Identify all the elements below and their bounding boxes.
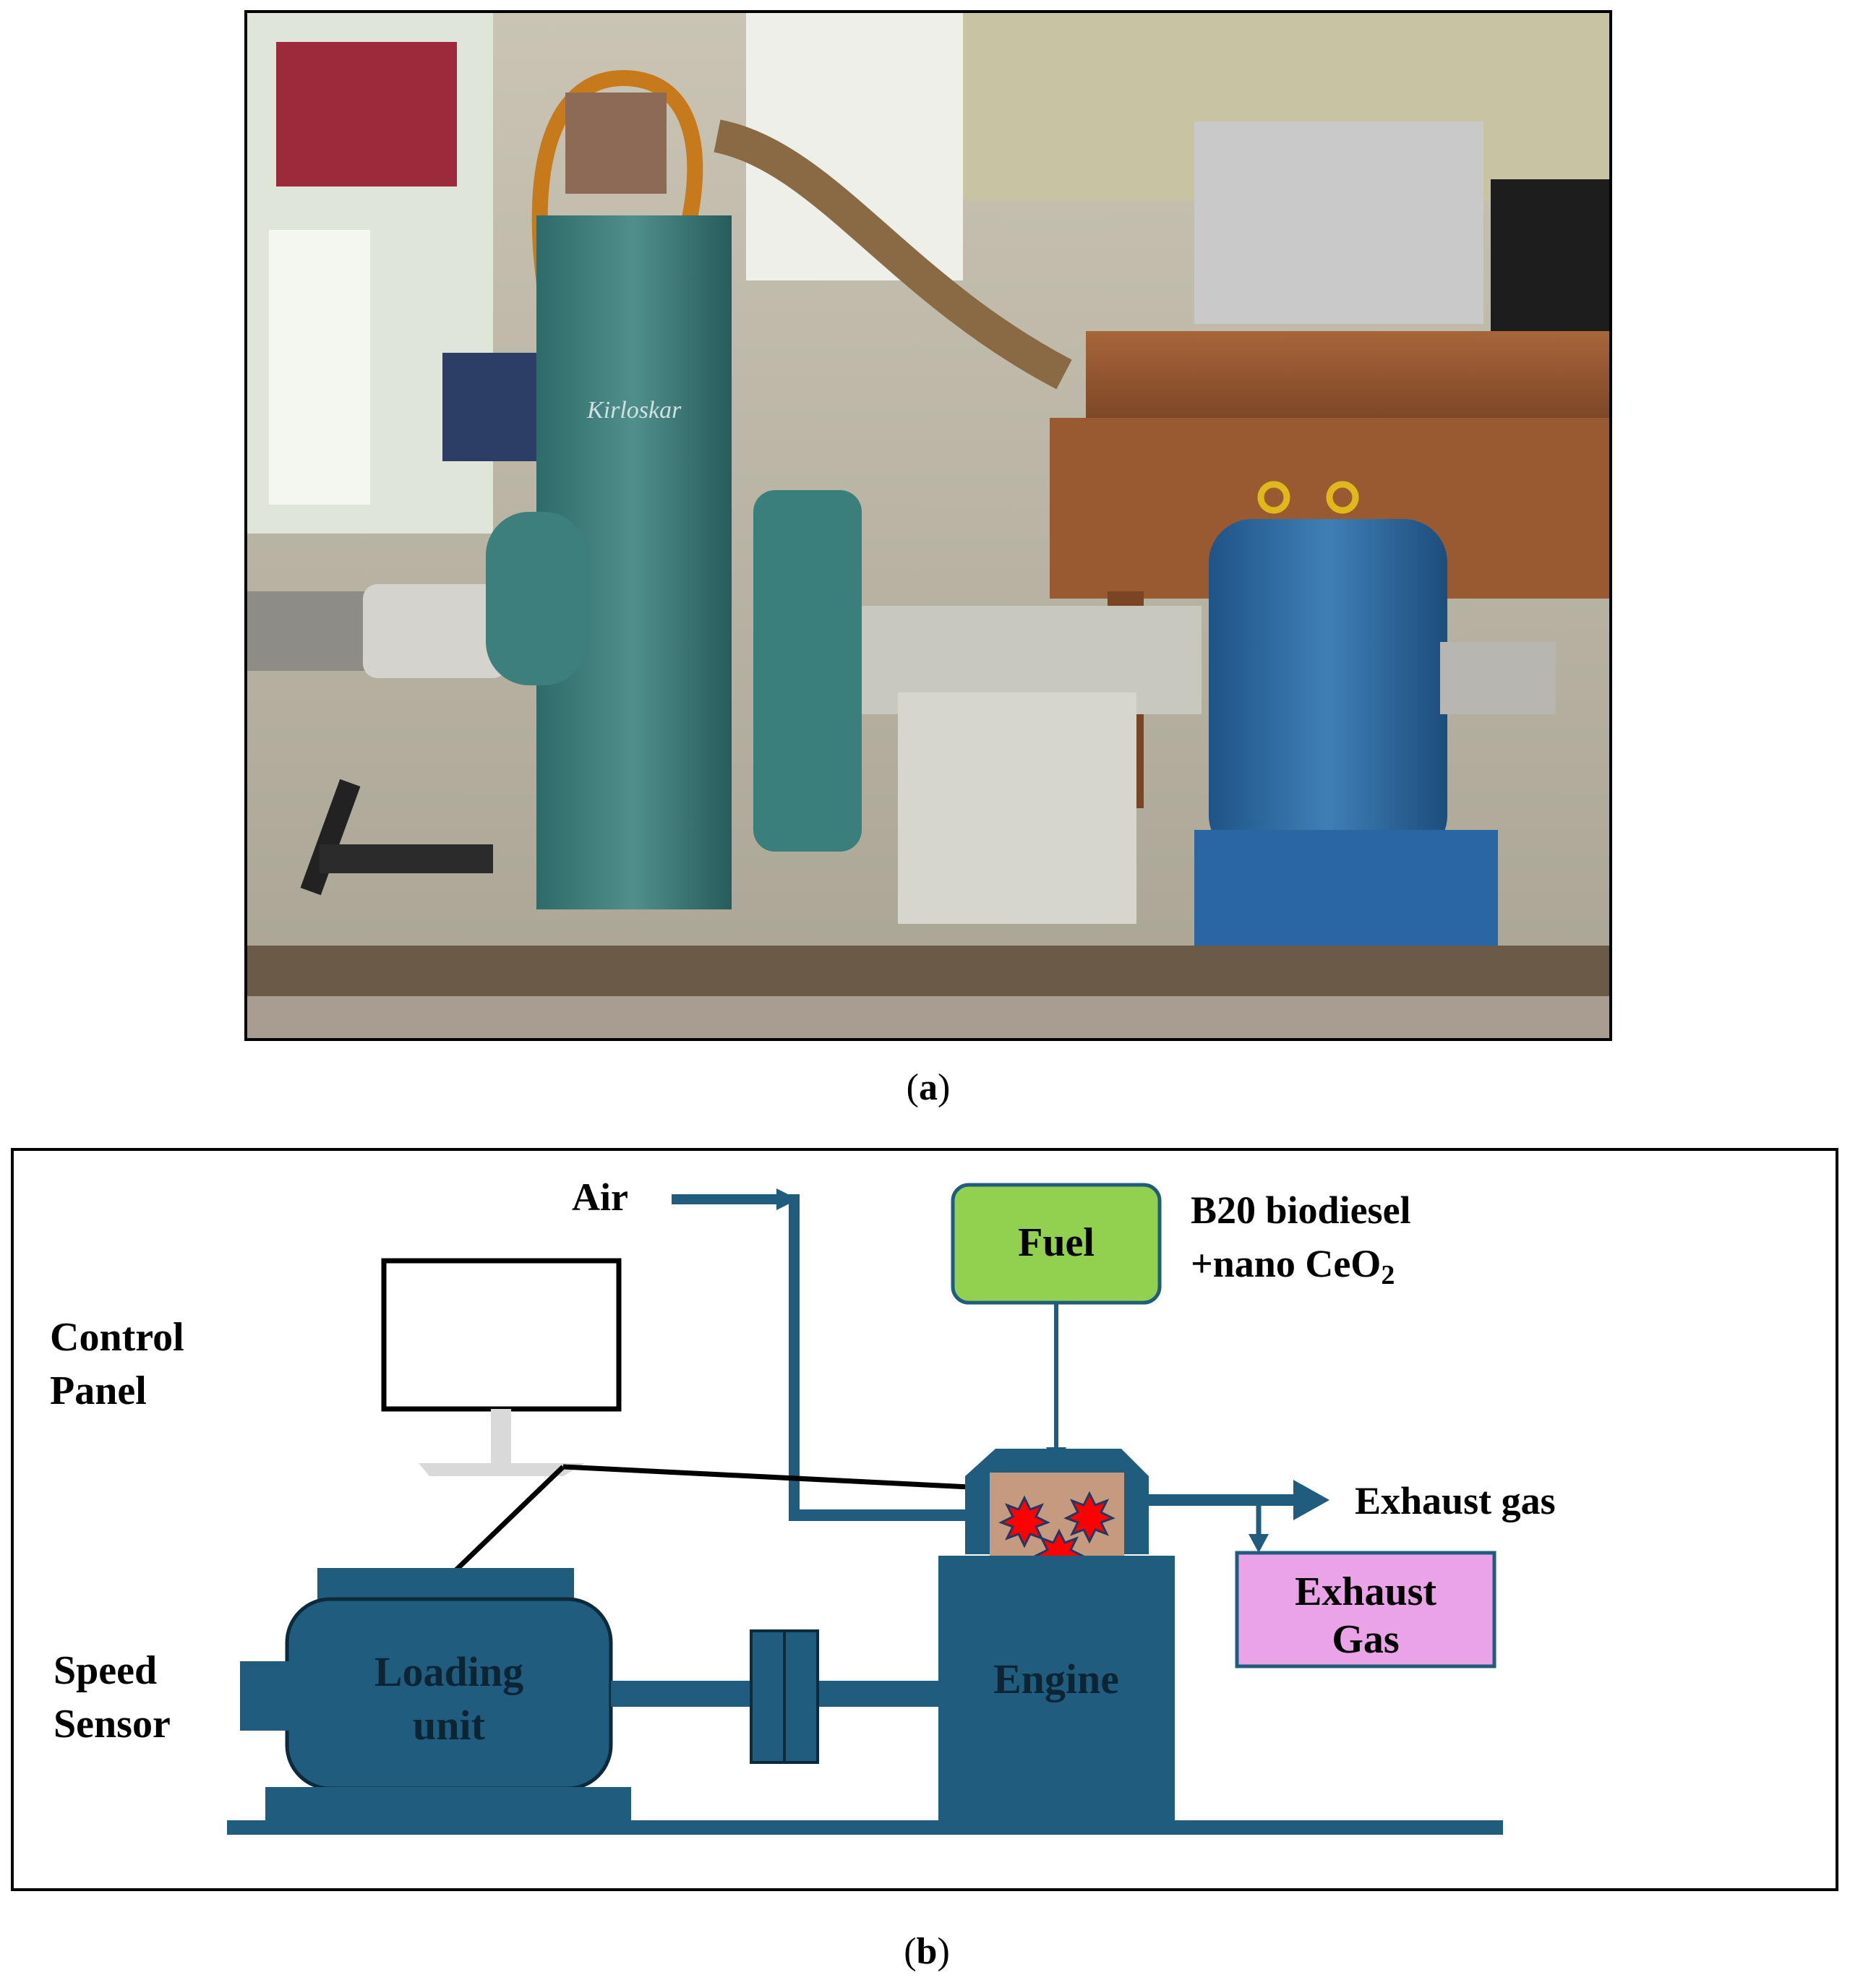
monitor-base xyxy=(419,1463,585,1476)
dynamometer xyxy=(1209,519,1447,859)
loading-unit-label-line2: unit xyxy=(413,1702,486,1749)
shaft-coupling-left xyxy=(750,1629,786,1764)
control-panel-label-line1: Control xyxy=(50,1315,184,1360)
exhaust-box-label-line2: Gas xyxy=(1332,1617,1399,1662)
monitor-stand xyxy=(491,1409,511,1463)
flywheel xyxy=(753,490,862,852)
exhaust-pipe xyxy=(714,119,1072,390)
engine-brand-text: Kirloskar xyxy=(586,397,682,424)
exhaust-gas-label: Exhaust gas xyxy=(1355,1479,1556,1522)
fuel-type-line1: B20 biodiesel xyxy=(1191,1188,1411,1232)
computer-tower xyxy=(1194,121,1483,324)
caption-b: (b) xyxy=(904,1931,950,1972)
air-feed-line xyxy=(789,1509,982,1521)
speed-sensor-label-line1: Speed xyxy=(53,1648,157,1693)
monitor xyxy=(1491,179,1609,338)
red-case xyxy=(276,42,457,187)
shaft-coupling-right xyxy=(783,1629,819,1764)
air-label: Air xyxy=(572,1175,628,1219)
engine-label: Engine xyxy=(993,1655,1119,1702)
loading-unit-label-line1: Loading xyxy=(374,1648,523,1695)
schematic-diagram: Air Fuel B20 biodiesel +nano CeO2 Contro… xyxy=(11,1148,1838,1891)
engine-air-filter xyxy=(565,93,667,194)
fuel-type-line2: +nano CeO2 xyxy=(1191,1242,1395,1290)
control-monitor xyxy=(381,1258,622,1412)
speed-sensor-block xyxy=(240,1661,291,1731)
engine-signal-wire xyxy=(562,1464,970,1490)
sensor-signal-wire xyxy=(443,1465,565,1582)
exhaust-outlet-pipe xyxy=(1149,1494,1299,1506)
engine-block xyxy=(938,1556,1175,1823)
exhaust-gas-analyzer xyxy=(1235,1551,1496,1668)
caption-a: (a) xyxy=(906,1067,951,1108)
fuel-label: Fuel xyxy=(1018,1220,1095,1265)
control-panel-label-line2: Panel xyxy=(50,1368,147,1413)
ground-bed xyxy=(227,1820,1503,1835)
wooden-table xyxy=(1086,331,1609,425)
fuel-hose xyxy=(531,69,703,326)
engine-test-rig-photo: Kirloskar xyxy=(244,10,1612,1041)
speed-sensor-label-line2: Sensor xyxy=(53,1702,171,1747)
exhaust-box-label-line1: Exhaust xyxy=(1295,1569,1436,1614)
loading-unit-base xyxy=(265,1787,631,1823)
